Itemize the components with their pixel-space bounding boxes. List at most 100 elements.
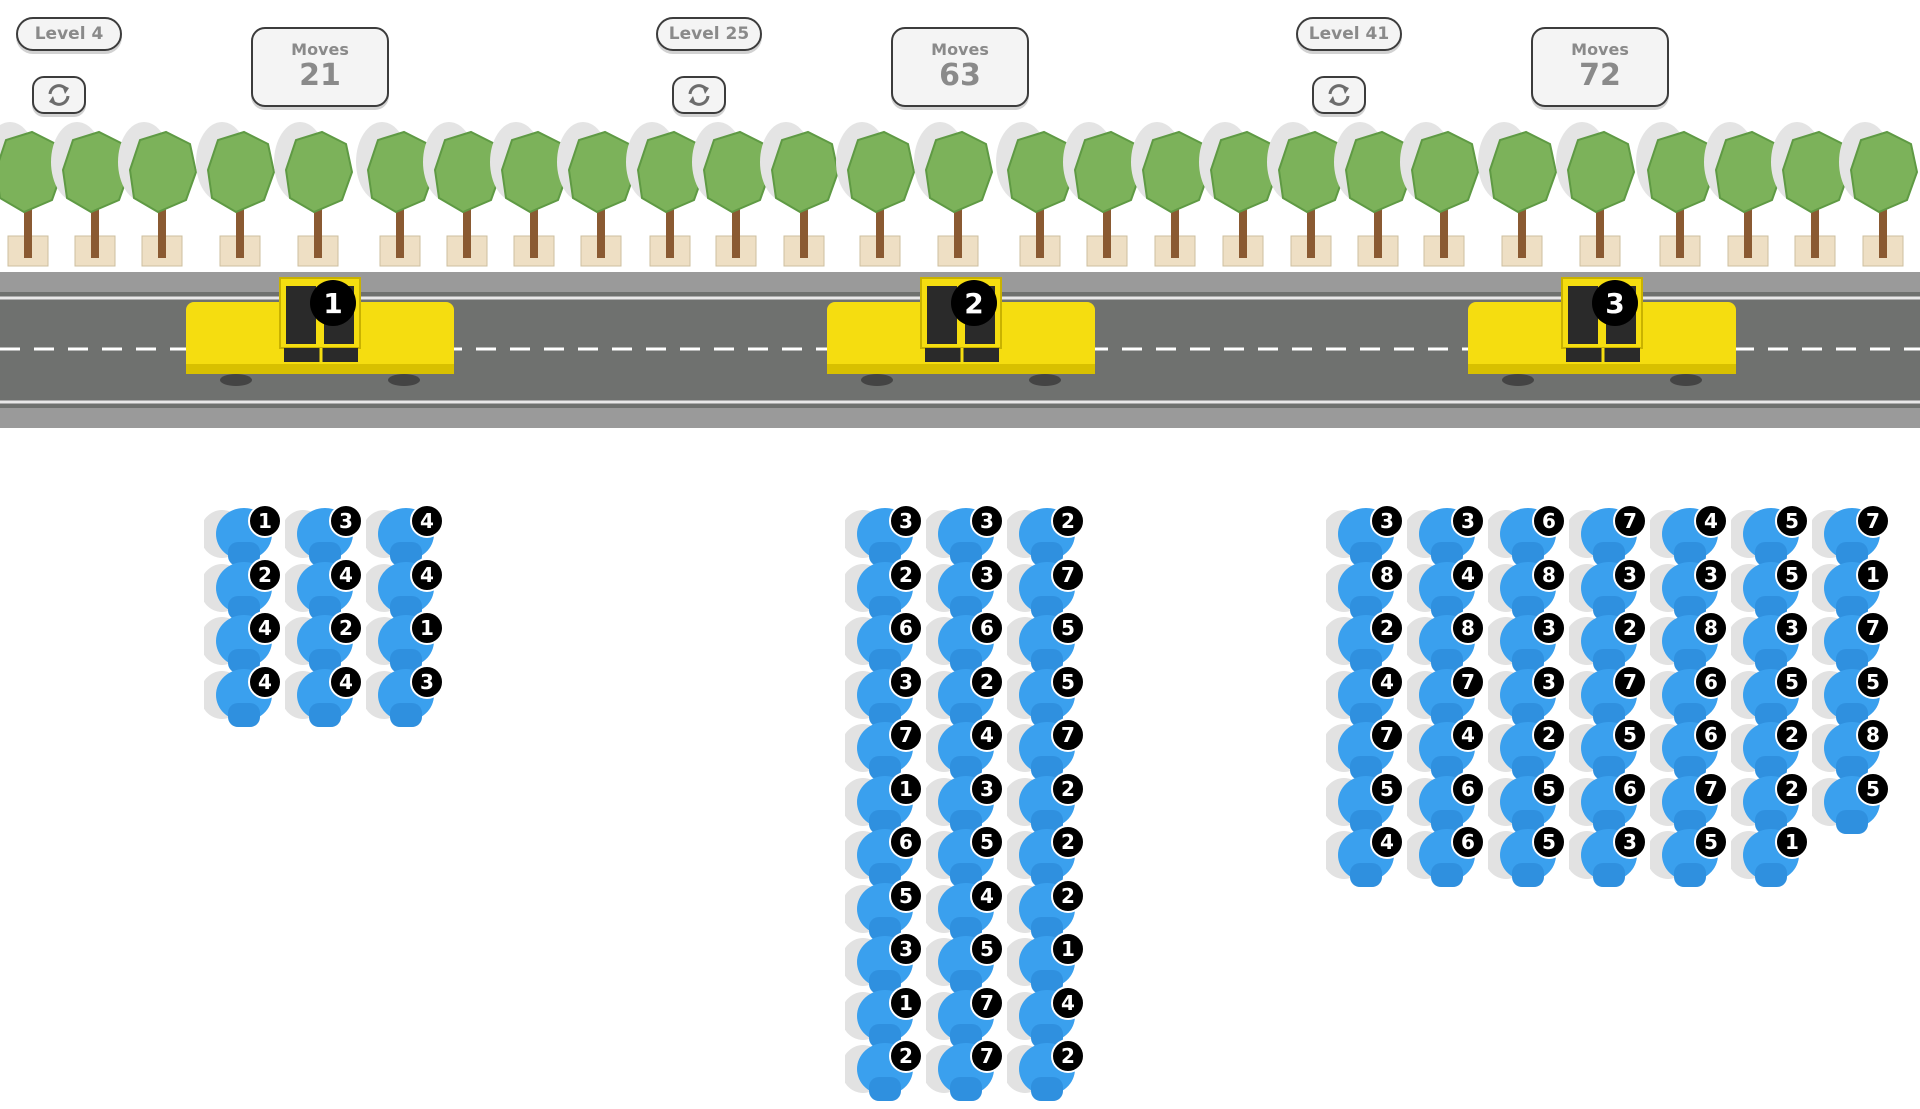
- tree-icon: [760, 122, 840, 267]
- passenger-figure-icon: [922, 561, 1006, 624]
- passenger-number-badge: 5: [1775, 557, 1809, 592]
- road-bottom-curb: [0, 408, 1920, 428]
- passenger-figure-icon: [1808, 722, 1892, 784]
- passenger-figure-icon: [1646, 829, 1730, 891]
- moves-value: 63: [939, 58, 981, 93]
- passenger-number-badge: 3: [410, 664, 444, 699]
- level-indicator: Level 25: [656, 17, 762, 51]
- tree-icon: [490, 122, 570, 267]
- passenger-number-badge: 5: [1694, 825, 1728, 859]
- passenger-number-badge: 7: [970, 985, 1004, 1020]
- tree-icon: [196, 122, 276, 267]
- passenger-number-badge: 5: [970, 825, 1004, 859]
- passenger-number-badge: 3: [970, 771, 1004, 806]
- passenger-number-badge: 2: [1051, 1039, 1085, 1073]
- passenger-figure-icon: [1808, 508, 1892, 570]
- tree-icon: [557, 122, 637, 267]
- passenger-number-badge: 2: [889, 1039, 923, 1073]
- tree-icon: [1131, 122, 1211, 267]
- passenger-number-badge: 4: [410, 504, 444, 538]
- passenger-number-badge: 8: [1451, 611, 1485, 645]
- tree-icon: [1636, 122, 1716, 267]
- passenger-number-badge: 3: [1532, 664, 1566, 699]
- taxi-number-badge: 2: [951, 280, 997, 326]
- passenger-figure-icon: [1403, 615, 1487, 677]
- passenger-number-badge: 5: [1532, 771, 1566, 806]
- passenger-number-badge: 1: [889, 985, 923, 1020]
- passenger-number-badge: 3: [1370, 504, 1404, 538]
- passenger-number-badge: 2: [1370, 611, 1404, 645]
- passenger-number-badge: 2: [1613, 611, 1647, 645]
- passenger-number-badge: 4: [1051, 985, 1085, 1020]
- tree-icon: [1839, 122, 1919, 267]
- level-indicator: Level 41: [1296, 17, 1402, 51]
- passenger-number-badge: 6: [1451, 825, 1485, 859]
- passenger-figure-icon: [1727, 615, 1811, 677]
- passenger-number-badge: 7: [1856, 504, 1890, 538]
- passenger-figure-icon: [281, 668, 365, 731]
- tree-row: [0, 122, 1919, 267]
- passenger-number-badge: 6: [1694, 664, 1728, 699]
- passenger-number-badge: 5: [1051, 611, 1085, 645]
- passenger-number-badge: 3: [1694, 557, 1728, 592]
- passenger-figure-icon: [922, 829, 1006, 891]
- passenger-figure-icon: [281, 561, 365, 624]
- passenger-number-badge: 2: [1532, 718, 1566, 752]
- tree-icon: [996, 122, 1076, 267]
- passenger-number-badge: 4: [1370, 825, 1404, 859]
- passenger-number-badge: 3: [329, 504, 363, 538]
- refresh-icon: [48, 84, 70, 106]
- passenger-number-badge: 7: [889, 718, 923, 752]
- passenger-number-badge: 1: [248, 504, 282, 538]
- passenger-number-badge: 6: [1694, 718, 1728, 752]
- passenger-figure-icon: [1727, 722, 1811, 784]
- restart-button[interactable]: [672, 76, 726, 114]
- passenger-number-badge: 5: [1370, 771, 1404, 806]
- passenger-number-badge: 7: [1051, 557, 1085, 592]
- passenger-figure-icon: [200, 615, 284, 677]
- passenger-number-badge: 3: [1775, 611, 1809, 645]
- passenger-figure-icon: [1808, 615, 1892, 677]
- passenger-number-badge: 4: [1370, 664, 1404, 699]
- level-indicator: Level 4: [16, 17, 122, 51]
- restart-button[interactable]: [1312, 76, 1366, 114]
- passenger-number-badge: 2: [1775, 771, 1809, 806]
- passenger-number-badge: 6: [1451, 771, 1485, 806]
- passenger-number-badge: 5: [1613, 718, 1647, 752]
- passenger-figure-icon: [1808, 668, 1892, 731]
- passenger-number-badge: 5: [1775, 664, 1809, 699]
- restart-button[interactable]: [32, 76, 86, 114]
- moves-value: 72: [1579, 58, 1621, 93]
- game-panel-3: Level 41 Moves 72: [1280, 0, 1920, 1080]
- tree-icon: [692, 122, 772, 267]
- tree-icon: [626, 122, 706, 267]
- passenger-number-badge: 2: [970, 664, 1004, 699]
- passenger-number-badge: 8: [1856, 718, 1890, 752]
- moves-counter: Moves 72: [1531, 27, 1669, 107]
- passenger-number-badge: 2: [1051, 878, 1085, 913]
- passenger-number-badge: 8: [1694, 611, 1728, 645]
- passenger-number-badge: 4: [329, 664, 363, 699]
- passenger-number-badge: 2: [1775, 718, 1809, 752]
- passenger-number-badge: 4: [1451, 557, 1485, 592]
- passenger-number-badge: 6: [1532, 504, 1566, 538]
- passenger-number-badge: 5: [1856, 664, 1890, 699]
- passenger-number-badge: 5: [1856, 771, 1890, 806]
- passenger-number-badge: 2: [1051, 771, 1085, 806]
- passenger-figure-icon: [1808, 775, 1892, 838]
- passenger-number-badge: 4: [410, 557, 444, 592]
- passenger-number-badge: 3: [889, 504, 923, 538]
- passenger-number-badge: 3: [1451, 504, 1485, 538]
- passenger-number-badge: 4: [248, 664, 282, 699]
- passenger-figure-icon: [841, 775, 925, 838]
- passenger-number-badge: 2: [329, 611, 363, 645]
- passenger-number-badge: 1: [410, 611, 444, 645]
- game-panel-1: Level 4 Moves 21: [0, 0, 640, 1080]
- passenger-number-badge: 2: [1051, 825, 1085, 859]
- tree-icon: [356, 122, 436, 267]
- moves-label: Moves: [931, 40, 989, 59]
- passenger-number-badge: 3: [1613, 557, 1647, 592]
- passenger-number-badge: 3: [889, 664, 923, 699]
- passenger-number-badge: 4: [1694, 504, 1728, 538]
- passenger-figure-icon: [841, 508, 925, 570]
